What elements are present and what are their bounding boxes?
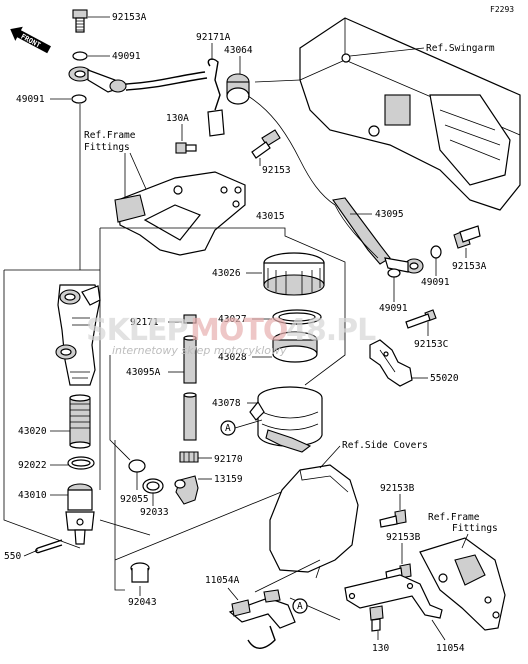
washer-49091-r1 xyxy=(430,245,442,259)
washer-49091-top xyxy=(72,51,88,61)
pin-92043 xyxy=(130,562,150,583)
banjo-fitting-lower xyxy=(384,257,424,274)
washer-49091-left xyxy=(71,94,87,104)
front-direction-badge: FRONT xyxy=(10,26,51,54)
watermark-subtitle: internetowy sklep motocyklowy xyxy=(112,344,287,357)
figure-code: F2293 xyxy=(490,5,514,14)
label-92170: 92170 xyxy=(214,454,243,465)
master-cylinder-body xyxy=(55,284,101,386)
bracket-55020 xyxy=(369,339,413,387)
label-13159: 13159 xyxy=(214,474,243,485)
callout-A-bracket-letter: A xyxy=(297,601,303,612)
ref-frame-fittings-2-line1: Ref.Frame xyxy=(428,512,480,523)
label-92171: 92171 xyxy=(130,317,159,328)
callout-A-reservoir-letter: A xyxy=(225,423,231,434)
label-92153B-upper: 92153B xyxy=(380,483,415,494)
frame-bracket-1 xyxy=(114,171,246,256)
label-49091-top: 49091 xyxy=(112,51,141,62)
bolt-130 xyxy=(369,605,384,632)
swingarm-boss xyxy=(384,94,411,126)
label-130: 130 xyxy=(372,643,389,654)
label-49091-r2: 49091 xyxy=(379,303,408,314)
washer-49091-r2 xyxy=(387,268,401,278)
bolt-92153 xyxy=(251,129,281,159)
label-92043: 92043 xyxy=(128,597,157,608)
label-55020: 55020 xyxy=(430,373,459,384)
ref-swingarm-label: Ref.Swingarm xyxy=(426,43,495,54)
front-label: FRONT xyxy=(19,33,41,50)
ref-side-covers-label: Ref.Side Covers xyxy=(342,440,428,451)
hose-43095 xyxy=(332,197,391,265)
bolt-92153A-right xyxy=(453,225,481,249)
label-43078: 43078 xyxy=(212,398,241,409)
label-43027: 43027 xyxy=(218,314,247,325)
bracket-11054A xyxy=(228,589,296,649)
label-92022: 92022 xyxy=(18,460,47,471)
bolt-92153B-upper xyxy=(379,509,407,528)
label-43095A: 43095A xyxy=(126,367,161,378)
clamp-92170 xyxy=(179,451,199,463)
elbow-fitting-13159 xyxy=(174,475,199,505)
diaphragm-plate-43027 xyxy=(272,309,322,325)
label-92153: 92153 xyxy=(262,165,291,176)
label-92153C: 92153C xyxy=(414,339,448,350)
grommet-43064 xyxy=(226,73,250,105)
bolt-92153C xyxy=(405,309,437,329)
label-43015: 43015 xyxy=(256,211,285,222)
ref-frame-fittings-1-line2: Fittings xyxy=(84,142,130,153)
label-11054: 11054 xyxy=(436,643,465,654)
cotter-pin-550 xyxy=(35,539,63,554)
reservoir-hose-43095A xyxy=(183,335,197,441)
label-11054A: 11054A xyxy=(205,575,240,586)
label-92153A-top: 92153A xyxy=(112,12,147,23)
label-43026: 43026 xyxy=(212,268,241,279)
label-92055: 92055 xyxy=(120,494,149,505)
ref-frame-fittings-1-line1: Ref.Frame xyxy=(84,130,136,141)
bolt-92153A-top xyxy=(72,9,88,33)
label-92171A: 92171A xyxy=(196,32,231,43)
label-130A: 130A xyxy=(166,113,189,124)
label-92033: 92033 xyxy=(140,507,169,518)
watermark: SKLEP MOTO 48.PL internetowy sklep motoc… xyxy=(86,313,377,357)
banjo-fitting xyxy=(68,66,127,93)
swingarm-outline xyxy=(254,17,521,211)
bracket-11054 xyxy=(344,574,443,619)
diaphragm-43028 xyxy=(272,331,318,363)
watermark-part-mid: MOTO xyxy=(190,313,287,348)
label-43028: 43028 xyxy=(218,352,247,363)
label-92153B-lower: 92153B xyxy=(386,532,421,543)
side-cover xyxy=(269,464,359,579)
callout-A-bracket xyxy=(292,598,308,614)
bolt-130A xyxy=(175,142,197,154)
watermark-part-left: SKLEP xyxy=(86,313,187,348)
label-43064: 43064 xyxy=(224,45,253,56)
clamp-92171 xyxy=(183,314,197,324)
label-49091-left: 49091 xyxy=(16,94,45,105)
label-43095: 43095 xyxy=(375,209,404,220)
label-92153A-right: 92153A xyxy=(452,261,487,272)
label-43010: 43010 xyxy=(18,490,47,501)
oring-92055 xyxy=(128,459,146,473)
reservoir-body-43078 xyxy=(249,386,323,453)
reservoir-cap-43026 xyxy=(263,252,325,296)
watermark-part-right: 48.PL xyxy=(286,313,376,348)
label-43020: 43020 xyxy=(18,426,47,437)
label-49091-r1: 49091 xyxy=(421,277,450,288)
label-550: 550 xyxy=(4,551,21,562)
frame-bracket-2 xyxy=(419,537,506,631)
piston-assembly-43020 xyxy=(69,394,91,449)
pushrod-43010 xyxy=(65,483,95,545)
front-arrow-icon xyxy=(10,26,51,54)
ref-frame-fittings-2-line2: Fittings xyxy=(452,523,498,534)
clip-92171A xyxy=(207,58,225,137)
